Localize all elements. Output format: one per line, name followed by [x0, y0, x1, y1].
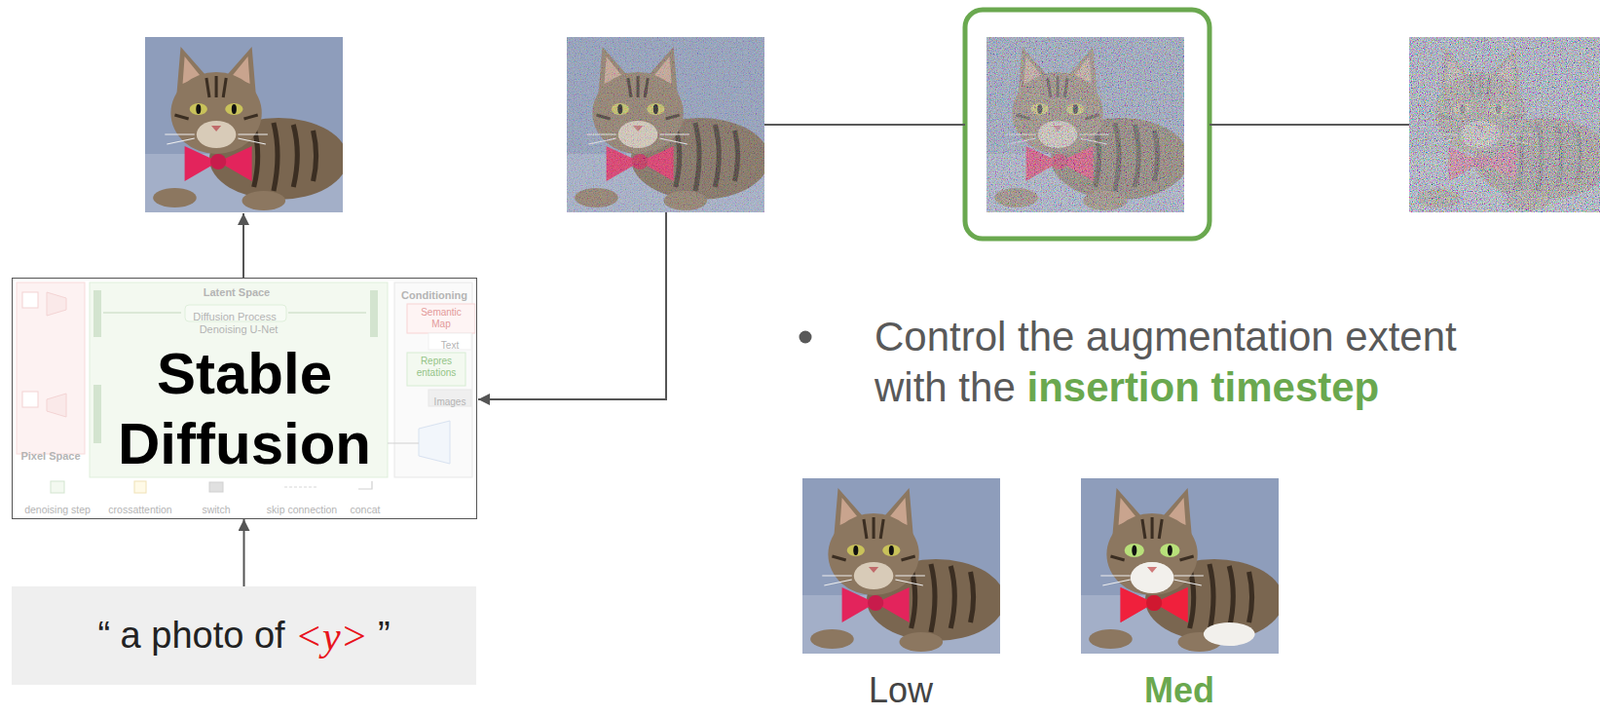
- level-label: Low: [868, 671, 933, 709]
- legend-text: crossattention: [108, 503, 172, 516]
- label-slot: Med: [1144, 671, 1215, 709]
- label-slot: Repres entations: [409, 355, 464, 380]
- condition-label: Repres entations: [409, 355, 464, 379]
- condition-box: [407, 352, 466, 386]
- noise-overlay: [986, 37, 1185, 213]
- cat-nose: [1147, 566, 1157, 573]
- latent-bar: [93, 384, 102, 444]
- legend-slot: denoising step: [24, 499, 91, 518]
- label-slot: Denoising U-Net: [199, 319, 279, 337]
- result-image: [802, 478, 1005, 654]
- cat-eye: [1159, 543, 1180, 558]
- pixel-input: [22, 292, 38, 308]
- generated-image: [145, 37, 348, 213]
- legend-text: switch: [201, 503, 230, 516]
- timeline-line: [764, 123, 966, 126]
- white-muzzle: [1130, 561, 1175, 594]
- label-slot: Text: [441, 334, 459, 353]
- label-slot: Images: [434, 391, 467, 410]
- result-image: [1080, 478, 1284, 654]
- noise-overlay: [1409, 37, 1600, 213]
- legend-slot: crossattention: [108, 499, 172, 518]
- prompt-text: “ a photo of: [97, 614, 285, 657]
- cat-eye: [1124, 543, 1145, 558]
- bullet-point: Control the augmentation extent with the…: [874, 311, 1518, 413]
- class-token: <y>: [295, 612, 369, 660]
- legend-icon: [134, 481, 147, 493]
- label-slot: Low: [868, 671, 933, 709]
- selection-frame: [965, 9, 1210, 239]
- condition-link: [387, 443, 419, 445]
- label-slot: Conditioning: [401, 285, 468, 303]
- legend-icon: [50, 481, 65, 493]
- noisy-image: [986, 37, 1190, 213]
- latent-bar: [370, 290, 378, 337]
- cat-variation: [1120, 543, 1256, 646]
- noisy-image: [566, 37, 770, 213]
- noise-overlay: [566, 37, 765, 213]
- noisy-image: [1409, 37, 1600, 213]
- legend-slot: skip connection: [266, 499, 337, 518]
- legend-text: concat: [350, 503, 381, 516]
- insertion-arrow: [478, 212, 667, 400]
- region-label: Conditioning: [401, 289, 468, 302]
- white-paw: [1203, 622, 1256, 646]
- model-name: Stable Diffusion: [98, 338, 391, 480]
- prompt-quote: ”: [377, 614, 391, 657]
- ldm-figure: [16, 282, 476, 493]
- region-label: Latent Space: [203, 286, 270, 299]
- legend-icon: [358, 481, 373, 489]
- region-label: Pixel Space: [20, 449, 80, 463]
- label-slot: Latent Space: [203, 282, 270, 300]
- bullet-dot: [799, 331, 813, 344]
- tau-encoder: [418, 420, 450, 464]
- legend-slot: concat: [350, 499, 381, 518]
- legend-text: skip connection: [266, 503, 337, 516]
- condition-label: Text: [441, 339, 459, 352]
- label-slot: Diffusion Process: [192, 306, 276, 325]
- timeline-line: [1209, 123, 1410, 126]
- output-arrow: [242, 213, 245, 278]
- bow-tie: [1120, 587, 1189, 623]
- input-arrow: [243, 519, 246, 587]
- encoder-decoder: [46, 292, 67, 417]
- condition-label: Images: [434, 396, 467, 409]
- network-label: Denoising U-Net: [199, 323, 279, 336]
- legend-slot: switch: [201, 499, 230, 518]
- legend-icon: [284, 485, 318, 487]
- label-slot: Semantic Map: [411, 306, 471, 332]
- condition-label: Semantic Map: [411, 306, 471, 331]
- cat-pupil: [1131, 545, 1137, 557]
- pixel-output: [22, 391, 38, 408]
- prompt-box: “ a photo of<y>”: [11, 586, 477, 685]
- process-label: Diffusion Process: [192, 310, 276, 324]
- bow-knot: [1146, 595, 1162, 611]
- label-slot: Pixel Space: [20, 446, 80, 464]
- legend-text: denoising step: [24, 503, 91, 516]
- highlight-text: insertion timestep: [1027, 364, 1380, 410]
- cat-pupil: [1167, 545, 1173, 557]
- level-label: Med: [1144, 671, 1215, 709]
- legend-icon: [209, 482, 224, 492]
- condition-box: [407, 303, 476, 334]
- conditioning-region: [394, 282, 473, 478]
- latent-bar: [93, 290, 102, 337]
- pixel-region: [16, 282, 85, 454]
